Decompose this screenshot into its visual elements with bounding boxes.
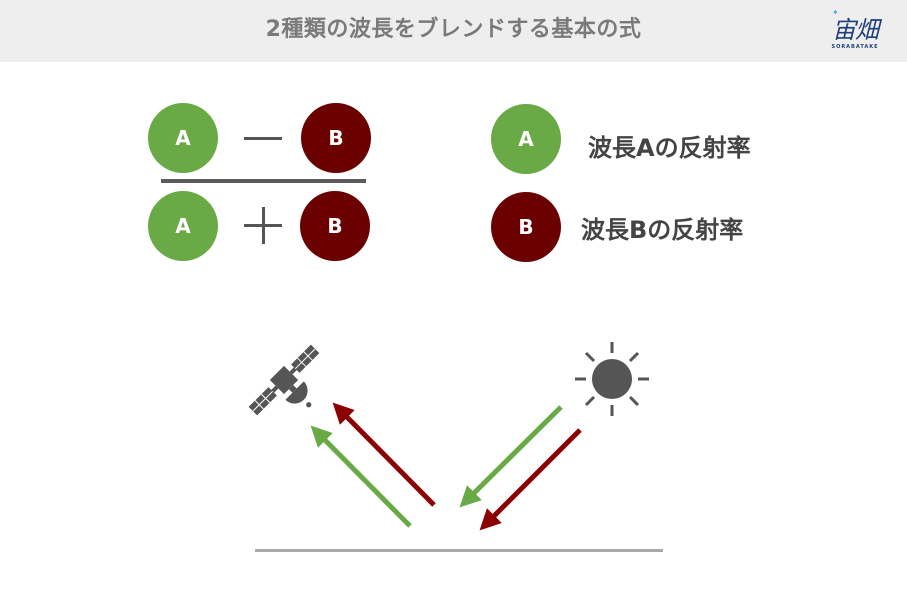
minus-sign (244, 137, 282, 140)
logo-star-icon: ✦ (832, 8, 839, 17)
satellite-icon (248, 344, 320, 416)
fraction-line (161, 179, 366, 183)
header-bar: 2種類の波長をブレンドする基本の式 ✦ 宙畑 SORABATAKE (0, 0, 907, 62)
legend-a-circle: A (491, 104, 561, 174)
reflected-green-arrow (310, 425, 412, 528)
numerator-b-circle: B (301, 103, 371, 173)
logo-subtext: SORABATAKE (831, 44, 879, 50)
legend-b-circle: B (491, 192, 561, 262)
page-title: 2種類の波長をブレンドする基本の式 (265, 17, 642, 42)
plus-sign-vertical (262, 207, 265, 244)
sun-icon (575, 342, 649, 416)
numerator-a-circle: A (148, 103, 218, 173)
reflected-red-arrow (332, 402, 436, 507)
incoming-red-arrow (479, 428, 582, 531)
incoming-green-arrow (459, 405, 563, 508)
logo-text: 宙畑 (832, 16, 879, 44)
sorabatake-logo: ✦ 宙畑 SORABATAKE (826, 8, 884, 54)
legend-a-label: 波長Aの反射率 (588, 134, 751, 162)
denominator-b-circle: B (300, 191, 370, 261)
denominator-a-circle: A (148, 191, 218, 261)
legend-b-label: 波長Bの反射率 (581, 216, 744, 244)
ground-line (255, 549, 663, 552)
